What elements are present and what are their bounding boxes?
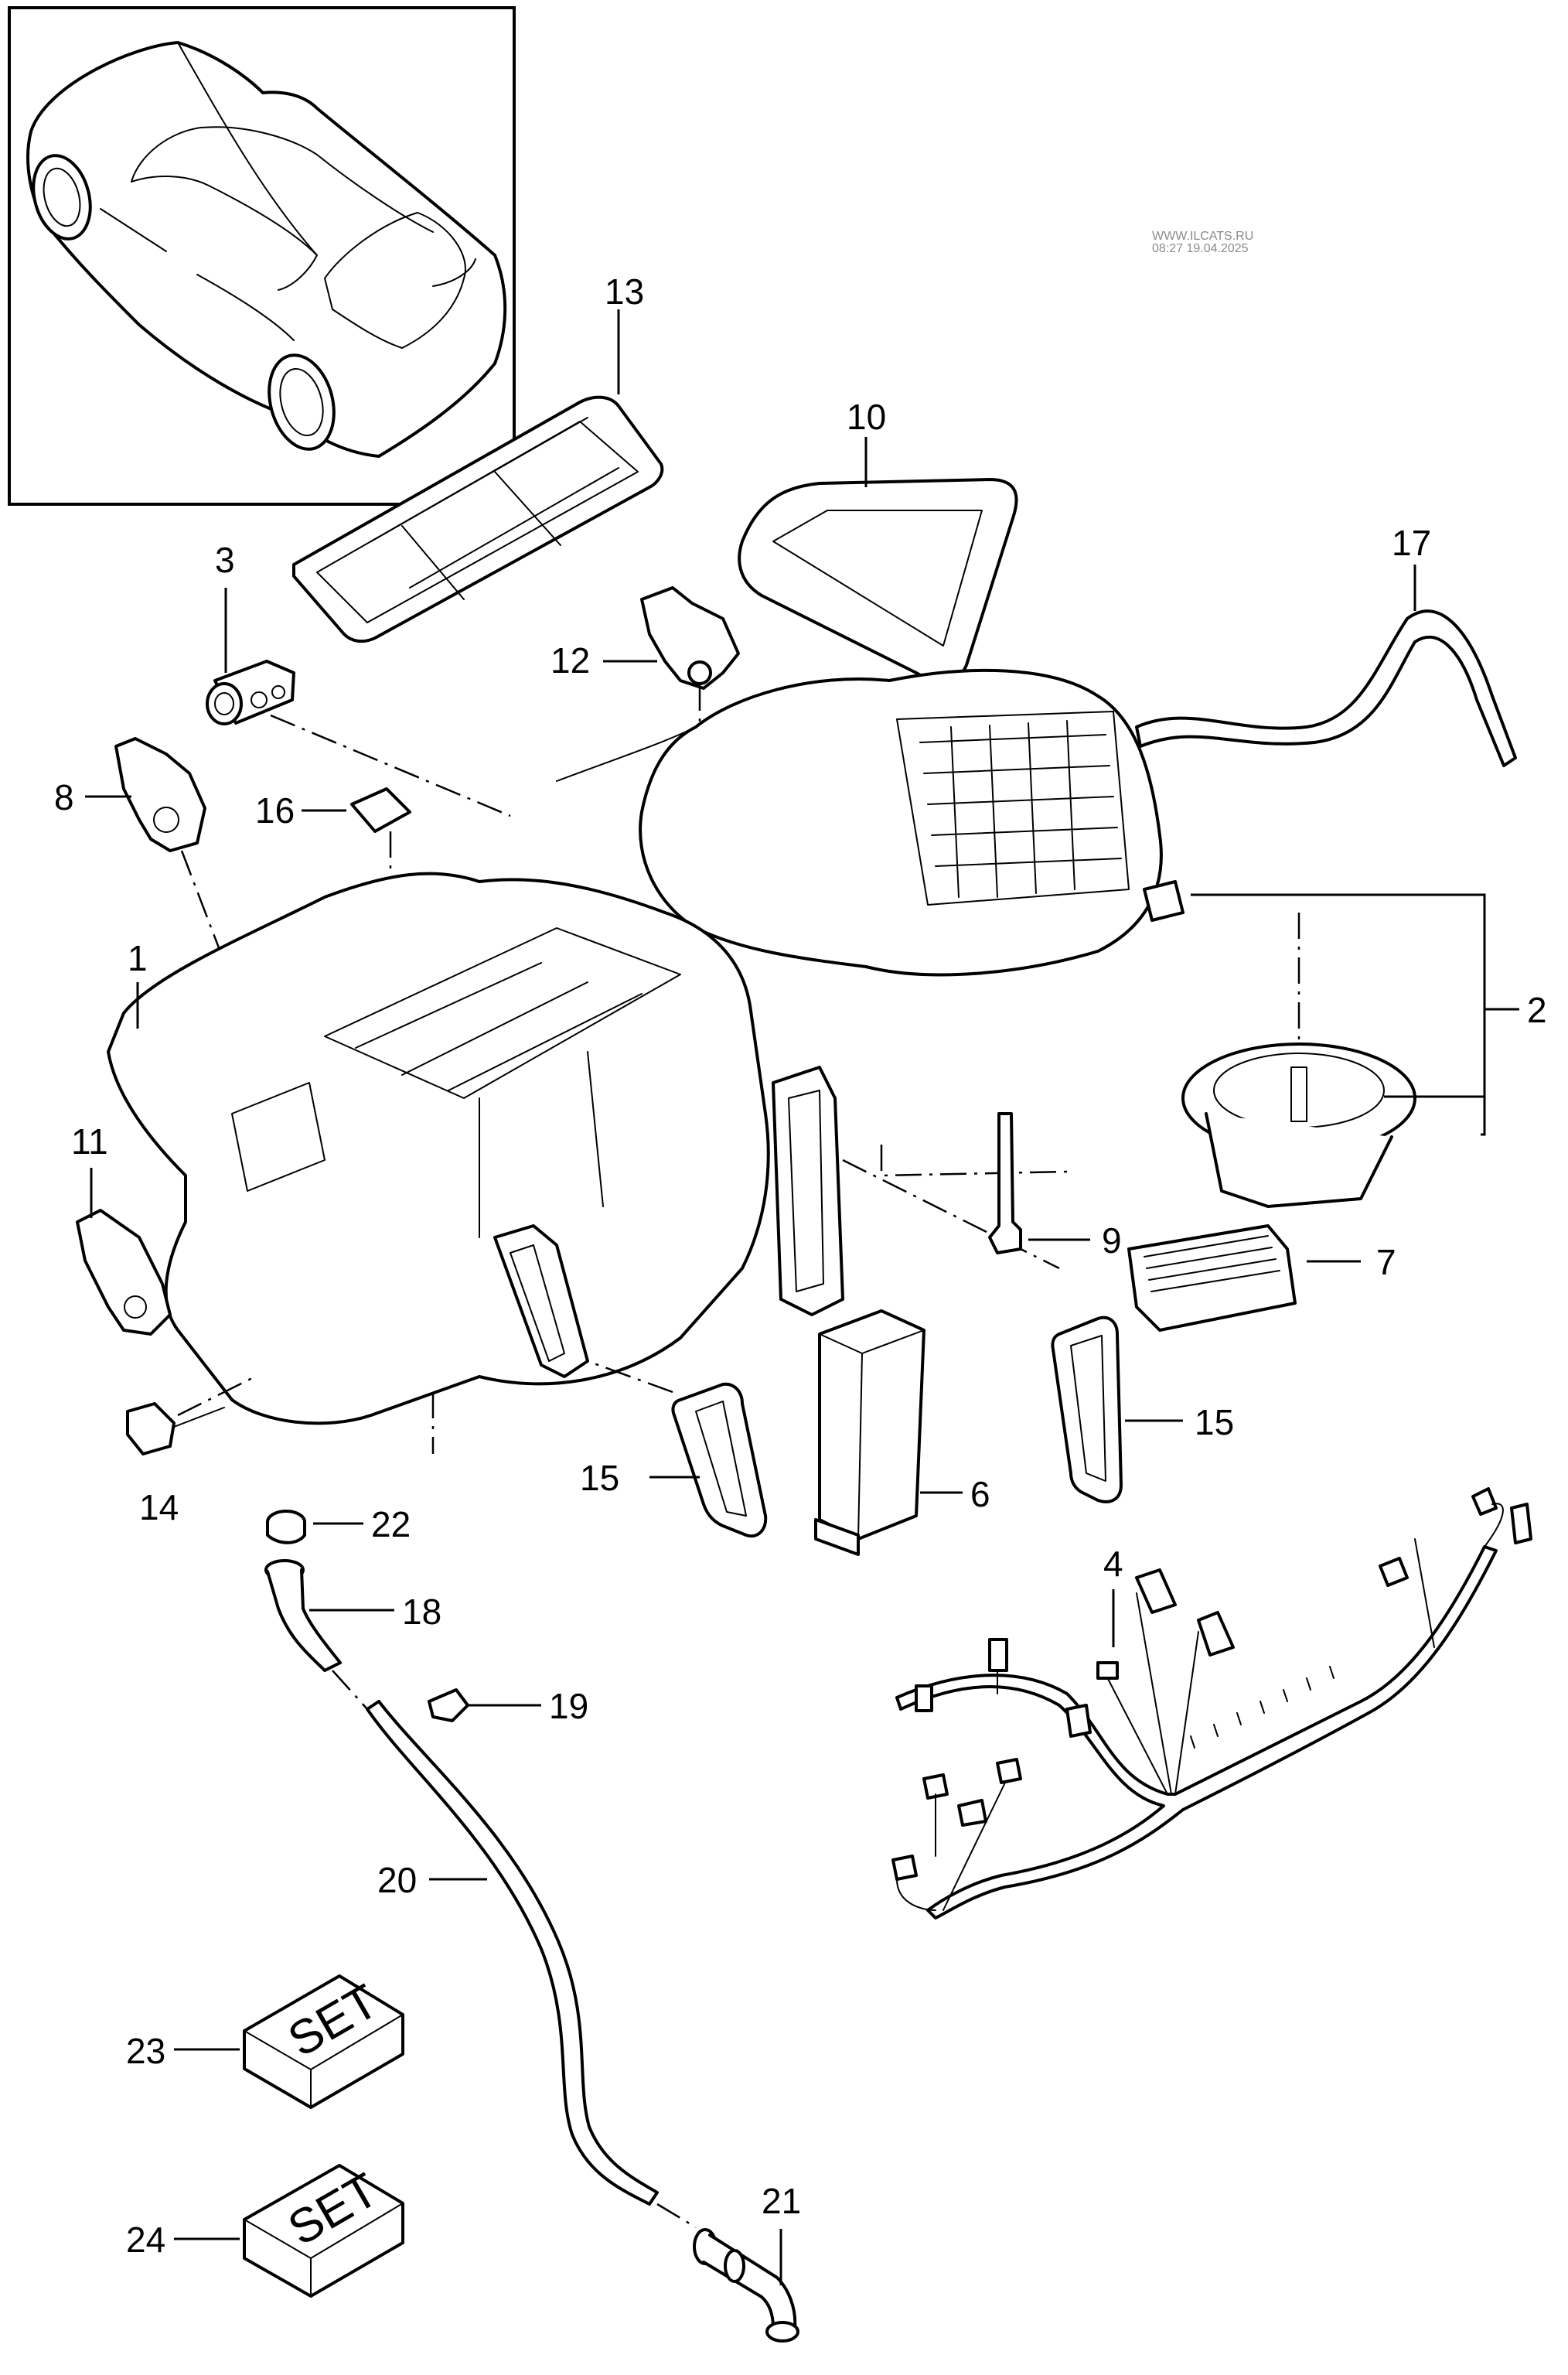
callout-1[interactable]: 1 xyxy=(128,938,148,978)
dash-line-14 xyxy=(177,1375,256,1417)
part-4-wiring-harness[interactable] xyxy=(891,1487,1532,1919)
car-outline-icon xyxy=(26,41,507,458)
callout-23[interactable]: 23 xyxy=(126,2031,165,2071)
callout-19[interactable]: 19 xyxy=(549,1686,588,1726)
part-2-blower-housing[interactable] xyxy=(556,668,1185,977)
part-17-drain-hose[interactable] xyxy=(1135,609,1517,767)
part-10-gasket[interactable] xyxy=(738,478,1018,683)
callout-15b[interactable]: 15 xyxy=(1195,1402,1234,1442)
callout-21[interactable]: 21 xyxy=(762,2181,801,2221)
part-13-filter-frame[interactable] xyxy=(292,395,664,643)
part-22-hose-clamp[interactable] xyxy=(266,1510,306,1544)
callout-17[interactable]: 17 xyxy=(1392,523,1431,563)
part-1-heater-box[interactable] xyxy=(107,872,844,1425)
callout-6[interactable]: 6 xyxy=(970,1474,990,1514)
part-12-actuator[interactable] xyxy=(640,586,740,690)
part-6-evaporator[interactable] xyxy=(814,1309,925,1556)
dash-line-20 xyxy=(656,2203,697,2229)
callout-2[interactable]: 2 xyxy=(1527,990,1547,1030)
callout-8[interactable]: 8 xyxy=(54,777,74,817)
callout-18[interactable]: 18 xyxy=(402,1592,441,1632)
watermark-timestamp: 08:27 19.04.2025 xyxy=(1152,242,1249,255)
callout-10[interactable]: 10 xyxy=(847,397,886,437)
callout-9[interactable]: 9 xyxy=(1102,1220,1122,1261)
part-3-expansion-valve[interactable] xyxy=(206,660,295,725)
part-9-sensor[interactable] xyxy=(988,1112,1022,1254)
honeycomb-grille xyxy=(919,720,1122,898)
callout-16[interactable]: 16 xyxy=(255,790,295,831)
callout-20[interactable]: 20 xyxy=(377,1860,417,1900)
callout-3[interactable]: 3 xyxy=(215,540,235,580)
part-20-drain-tube[interactable] xyxy=(366,1700,659,2206)
callout-22[interactable]: 22 xyxy=(371,1504,411,1544)
part-23-set-kit[interactable]: SET xyxy=(243,1974,404,2109)
callout-7[interactable]: 7 xyxy=(1376,1242,1396,1282)
bracket-2 xyxy=(1191,893,1486,1136)
callout-11[interactable]: 11 xyxy=(71,1121,108,1162)
part-15-gasket-right[interactable] xyxy=(1051,1315,1123,1503)
callout-15a[interactable]: 15 xyxy=(580,1458,619,1498)
dash-line-15a xyxy=(587,1360,673,1394)
callout-14[interactable]: 14 xyxy=(139,1487,179,1527)
part-19-grommet[interactable] xyxy=(428,1688,469,1722)
part-7-blower-regulator[interactable] xyxy=(1127,1224,1297,1332)
part-11-actuator[interactable] xyxy=(76,1209,172,1336)
vehicle-thumbnail[interactable] xyxy=(8,6,516,506)
callout-24[interactable]: 24 xyxy=(126,2220,165,2260)
part-8-actuator[interactable] xyxy=(114,737,206,852)
part-24-set-kit[interactable]: SET xyxy=(243,2163,404,2298)
callout-4[interactable]: 4 xyxy=(1103,1544,1123,1584)
part-16-clip[interactable] xyxy=(350,787,411,833)
watermark-site: WWW.ILCATS.RU xyxy=(1152,230,1253,243)
part-15-gasket-left[interactable] xyxy=(671,1382,768,1538)
dash-line-18 xyxy=(332,1670,368,1710)
callout-13[interactable]: 13 xyxy=(605,271,644,312)
part-14-temp-sensor[interactable] xyxy=(126,1402,225,1455)
callout-12[interactable]: 12 xyxy=(551,640,590,681)
part-21-elbow-fitting[interactable] xyxy=(693,2228,799,2343)
regulator-grid xyxy=(1144,1235,1280,1292)
dash-line-15b xyxy=(842,1158,1060,1270)
part-18-drain-elbow[interactable] xyxy=(264,1559,342,1672)
dash-line-9 xyxy=(880,1145,1068,1177)
dash-line-8 xyxy=(180,850,233,983)
part-2-blower-motor[interactable] xyxy=(1181,1042,1416,1208)
